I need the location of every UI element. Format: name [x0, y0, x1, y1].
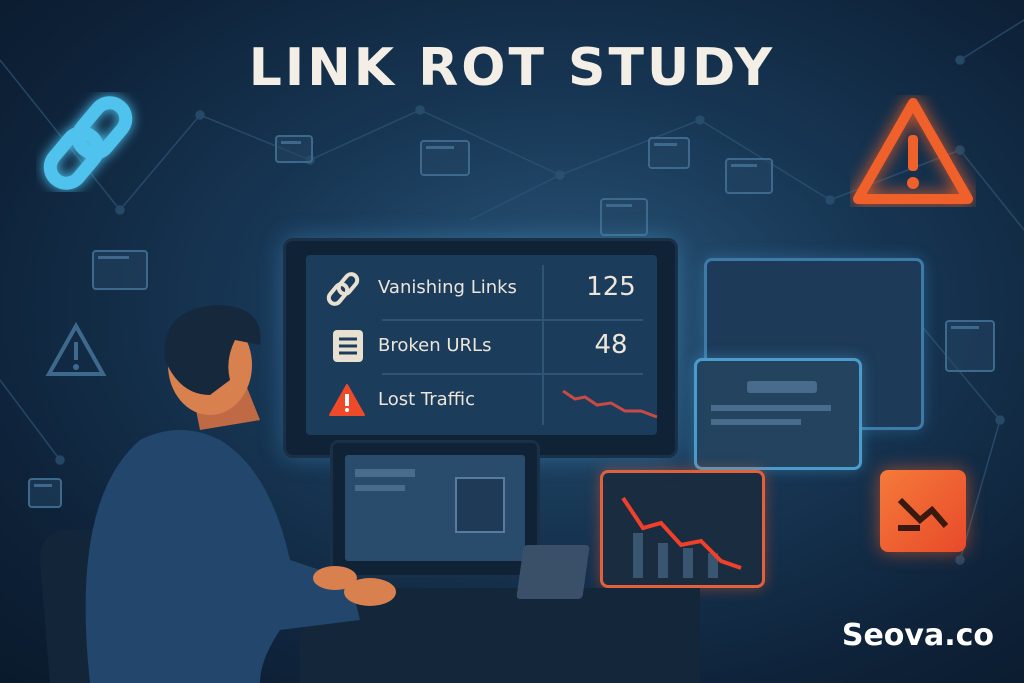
- lost-traffic-sparkline: [562, 389, 658, 419]
- document-window: [694, 358, 862, 470]
- laptop-monitor: [330, 440, 540, 578]
- warning-icon: [329, 384, 365, 416]
- row-divider: [382, 373, 643, 375]
- brand-logo: Seova.co: [841, 618, 994, 653]
- link-icon: [326, 272, 360, 306]
- metric-label: Broken URLs: [378, 334, 492, 356]
- page-title: LINK ROT STUDY: [248, 38, 776, 98]
- browser-window-icon: [648, 137, 690, 169]
- browser-window-icon: [725, 158, 773, 194]
- metric-label: Lost Traffic: [378, 388, 475, 410]
- warning-icon: [853, 98, 973, 204]
- person-illustration: [40, 305, 396, 683]
- dashboard-monitor: Vanishing Links 125 Broken URLs 48 Lost …: [283, 238, 678, 458]
- metric-value: 48: [594, 330, 628, 360]
- link-icon: [43, 96, 133, 190]
- metric-row-lost-traffic: Lost Traffic: [306, 371, 658, 427]
- document-icon: [333, 330, 363, 362]
- warning-icon-faded: [45, 322, 107, 376]
- browser-window-icon: [420, 140, 470, 176]
- desk-note-card: [516, 545, 590, 599]
- dashboard-screen: Vanishing Links 125 Broken URLs 48 Lost …: [306, 255, 658, 435]
- metric-row-vanishing-links: Vanishing Links 125: [306, 259, 657, 315]
- metric-label: Vanishing Links: [378, 276, 517, 298]
- browser-window-icon: [275, 135, 313, 163]
- row-divider: [382, 319, 643, 321]
- broken-link-icon: [880, 470, 966, 552]
- declining-trend-chart: [621, 496, 742, 578]
- document-window-icon: [945, 320, 995, 372]
- browser-window-icon: [92, 250, 148, 290]
- metric-row-broken-urls: Broken URLs 48: [306, 317, 657, 373]
- column-divider: [542, 265, 544, 425]
- document-window-icon: [600, 198, 648, 236]
- declining-chart-window: [600, 470, 765, 588]
- browser-window-icon: [28, 478, 62, 508]
- metric-value: 125: [586, 272, 636, 302]
